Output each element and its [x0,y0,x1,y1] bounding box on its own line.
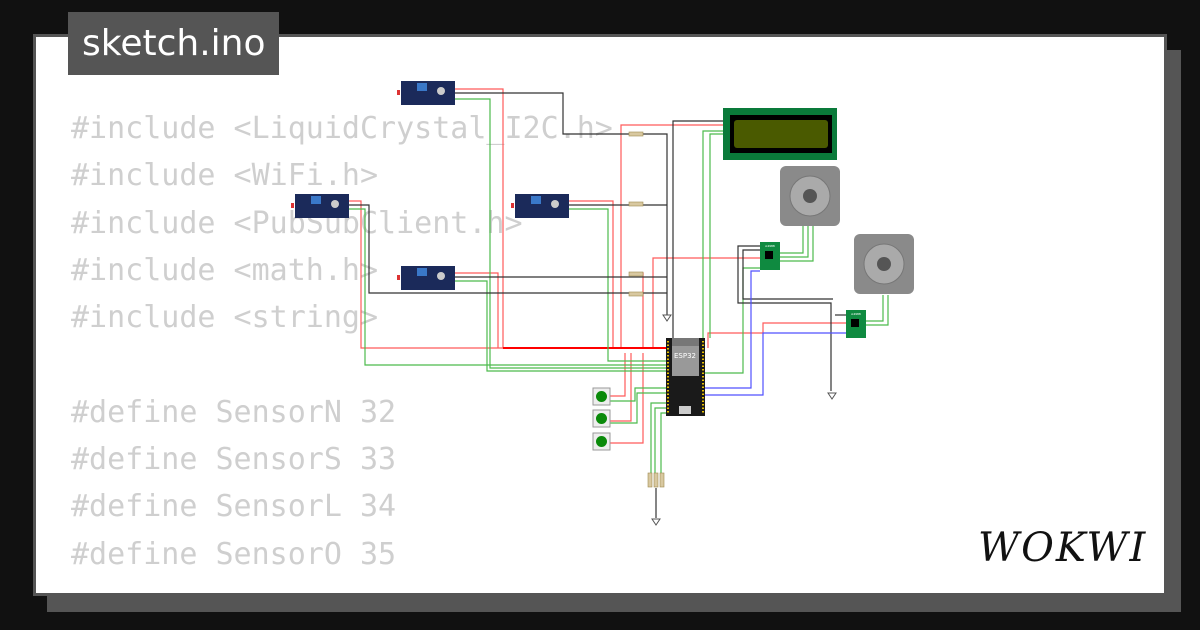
code-line: #define SensorS 33 [71,442,397,478]
light-sensor-module [511,194,569,218]
a4988-driver: A4988 [846,310,866,338]
stepper-drivers: A4988 A4988 [760,242,866,338]
code-line: #define SensorN 32 [71,394,397,430]
pushbutton[interactable] [592,387,611,406]
code-line: #include <PubSubClient.h> [71,205,523,241]
stepper-motors [780,166,914,294]
svg-text:A4988: A4988 [851,312,861,316]
code-line: #include <math.h> [71,252,379,288]
wokwi-logo: WOKWI [978,525,1148,571]
resistors [628,131,665,488]
light-sensor-modules [291,81,569,290]
code-line: #include <WiFi.h> [71,158,379,194]
a4988-driver: A4988 [760,242,780,270]
code-line: #define SensorL 34 [71,489,397,525]
esp32-board: ESP32 [666,338,705,416]
code-line: #include <string> [71,300,379,336]
sketch-tab-title: sketch.ino [68,12,280,75]
wires [349,88,889,518]
code-line: #include <LiquidCrystal_I2C.h> [71,111,613,146]
light-sensor-module [291,194,349,218]
light-sensor-module [397,266,455,290]
stepper-motor [780,166,840,226]
code-preview: #include <LiquidCrystal_I2C.h> #include <… [71,105,613,578]
pushbutton[interactable] [592,409,611,428]
svg-text:A4988: A4988 [765,244,775,248]
circuit-diagram: A4988 A4988 ESP32 [291,81,914,526]
light-sensor-module [397,81,455,105]
lcd-display [723,108,837,160]
pushbuttons [592,387,611,451]
esp32-label: ESP32 [674,352,696,360]
preview-card: #include <LiquidCrystal_I2C.h> #include <… [33,34,1167,596]
stepper-motor [854,234,914,294]
code-line: #define SensorO 35 [71,536,397,572]
ground-symbols [651,314,837,526]
pushbutton[interactable] [592,432,611,451]
